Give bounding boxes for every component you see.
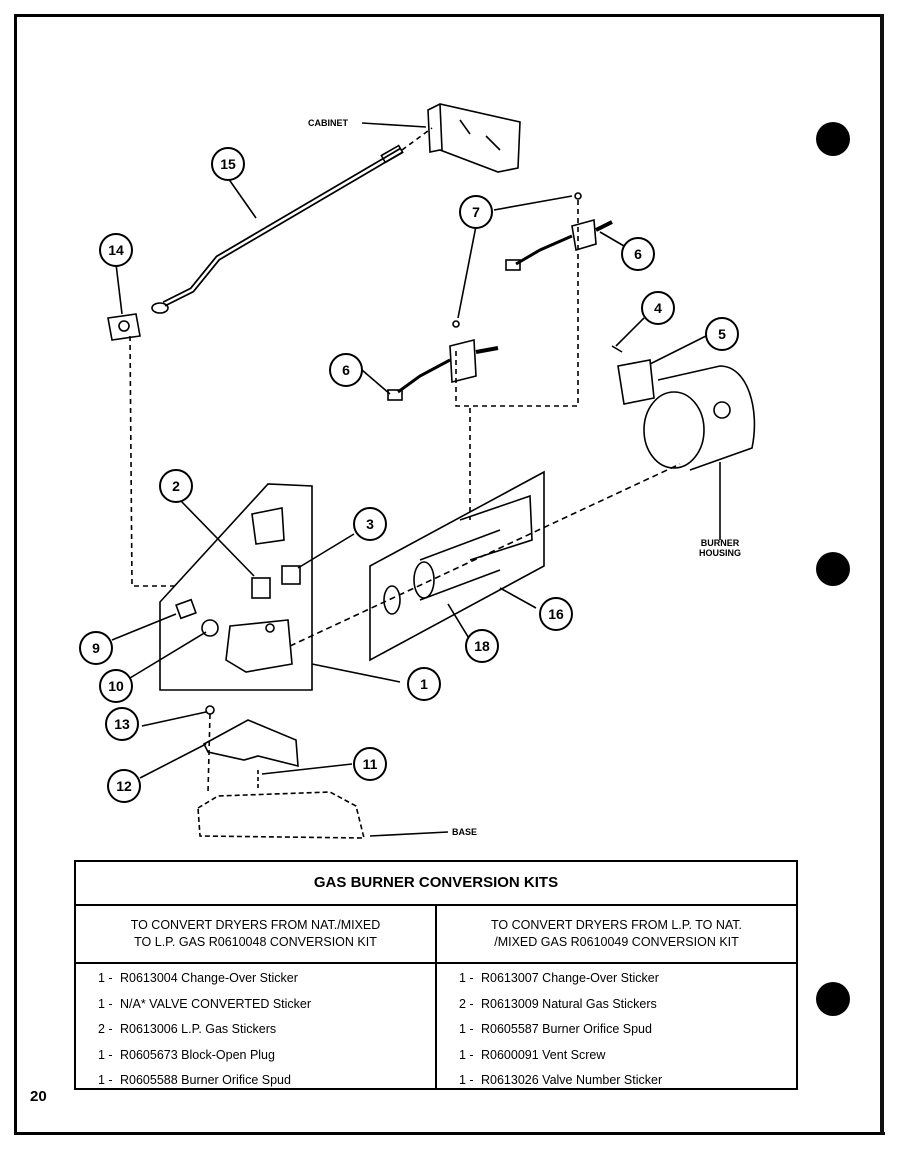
callout-circles — [79, 147, 739, 803]
kit-item-desc: R0605673 Block-Open Plug — [120, 1047, 275, 1062]
base-leader — [369, 831, 449, 837]
callout-18: 18 — [474, 638, 490, 654]
burner-housing-label-line1: BURNER — [701, 538, 740, 548]
kit-item: 1 - N/A* VALVE CONVERTED Sticker — [98, 992, 435, 1018]
kit-item-qty: 1 - — [459, 1022, 474, 1036]
kit-item: 1 - R0600091 Vent Screw — [459, 1043, 796, 1069]
kit-item-qty: 2 - — [98, 1022, 113, 1036]
kit-column-lp-to-nat: TO CONVERT DRYERS FROM L.P. TO NAT. /MIX… — [437, 906, 796, 1090]
kit-item: 1 - R0605673 Block-Open Plug — [98, 1043, 435, 1069]
kit-item-qty: 1 - — [98, 971, 113, 985]
kit-heading-line: TO CONVERT DRYERS FROM L.P. TO NAT. — [491, 918, 742, 932]
kit-item: 1 - R0613007 Change-Over Sticker — [459, 966, 796, 992]
exploded-parts-diagram: 15 14 7 6 4 5 6 2 3 16 9 18 10 1 13 11 1… — [79, 103, 756, 839]
binder-hole-middle — [816, 552, 850, 586]
callout-13: 13 — [114, 716, 130, 732]
page-right-edge — [880, 14, 884, 1134]
kit-heading-nat-to-lp: TO CONVERT DRYERS FROM NAT./MIXED TO L.P… — [76, 906, 435, 964]
kit-item-desc: R0613007 Change-Over Sticker — [481, 971, 659, 985]
kit-item: 2 - R0613006 L.P. Gas Stickers — [98, 1017, 435, 1043]
kit-item-qty: 1 - — [459, 1073, 474, 1087]
igniter-assembly-lower — [387, 320, 499, 401]
callout-1: 1 — [420, 676, 428, 692]
burner-housing — [611, 345, 756, 471]
page-number: 20 — [30, 1088, 47, 1105]
fitting-dash-line — [129, 335, 178, 587]
kit-column-nat-to-lp: TO CONVERT DRYERS FROM NAT./MIXED TO L.P… — [76, 906, 437, 1090]
kits-table-title: GAS BURNER CONVERSION KITS — [76, 862, 796, 906]
kit-item: 1 - R0605588 Burner Orifice Spud — [98, 1068, 435, 1094]
gas-valve — [159, 483, 313, 691]
kit-item: 1 - R0605587 Burner Orifice Spud — [459, 1017, 796, 1043]
kit-item-qty: 1 - — [459, 971, 474, 985]
kit-heading-line: /MIXED GAS R0610049 CONVERSION KIT — [494, 935, 739, 949]
kit-heading-lp-to-nat: TO CONVERT DRYERS FROM L.P. TO NAT. /MIX… — [437, 906, 796, 964]
igniter-dash-line — [455, 200, 579, 407]
kit-item-desc: R0605587 Burner Orifice Spud — [481, 1022, 652, 1036]
callout-6-upper: 6 — [634, 246, 642, 262]
callout-10: 10 — [108, 678, 124, 694]
kit-item: 1 - R0613004 Change-Over Sticker — [98, 966, 435, 992]
tube-to-cabinet-dash — [401, 127, 433, 151]
callout-16: 16 — [548, 606, 564, 622]
dryer-base — [197, 791, 366, 839]
callout-7: 7 — [472, 204, 480, 220]
callout-leaders — [111, 177, 707, 779]
kit-item-qty: 1 - — [98, 996, 113, 1011]
kit-item-desc: R0613004 Change-Over Sticker — [120, 971, 298, 985]
callout-5: 5 — [718, 326, 726, 342]
burner-housing-label-line2: HOUSING — [699, 548, 741, 558]
binder-hole-top — [816, 122, 850, 156]
callout-3: 3 — [366, 516, 374, 532]
callout-12: 12 — [116, 778, 132, 794]
callout-9: 9 — [92, 640, 100, 656]
kit-item-qty: 2 - — [459, 996, 474, 1011]
kit-item-desc: R0605588 Burner Orifice Spud — [120, 1073, 291, 1087]
kit-heading-line: TO L.P. GAS R0610048 CONVERSION KIT — [134, 935, 377, 949]
callout-2: 2 — [172, 478, 180, 494]
valve-plug — [175, 598, 219, 637]
page-top-edge — [14, 14, 882, 17]
cabinet-label: CABINET — [308, 118, 349, 128]
base-label: BASE — [452, 827, 477, 837]
kit-item-qty: 1 - — [98, 1073, 113, 1087]
kit-item-qty: 1 - — [98, 1047, 113, 1062]
callout-14: 14 — [108, 242, 124, 258]
burner-panel — [369, 470, 545, 662]
callout-11: 11 — [363, 756, 378, 772]
gas-tube — [151, 144, 404, 314]
callout-6-lower: 6 — [342, 362, 350, 378]
cabinet-leader — [361, 122, 427, 128]
kit-item-desc: R0600091 Vent Screw — [481, 1047, 606, 1062]
conversion-kits-table: GAS BURNER CONVERSION KITS TO CONVERT DR… — [74, 860, 798, 1090]
kit-item-desc: R0613009 Natural Gas Stickers — [481, 996, 657, 1011]
kit-item-qty: 1 - — [459, 1047, 474, 1062]
callout-4: 4 — [654, 300, 662, 316]
kit-item-desc: R0613026 Valve Number Sticker — [481, 1073, 663, 1087]
kit-item: 2 - R0613009 Natural Gas Stickers — [459, 992, 796, 1018]
igniter-assembly-upper — [505, 192, 613, 271]
kit-item: 1 - R0613026 Valve Number Sticker — [459, 1068, 796, 1094]
elbow-fitting — [107, 313, 141, 341]
gas-flow-dash-line — [289, 463, 681, 647]
cabinet-bracket — [427, 103, 521, 173]
kit-item-desc: R0613006 L.P. Gas Stickers — [120, 1022, 277, 1036]
kit-heading-line: TO CONVERT DRYERS FROM NAT./MIXED — [130, 918, 381, 932]
page-frame — [14, 14, 885, 1135]
bracket-dash-line — [207, 713, 211, 793]
mounting-bracket — [202, 705, 299, 768]
kit-item-desc: N/A* VALVE CONVERTED Sticker — [120, 996, 312, 1011]
callout-15: 15 — [220, 156, 236, 172]
binder-hole-bottom — [816, 982, 850, 1016]
